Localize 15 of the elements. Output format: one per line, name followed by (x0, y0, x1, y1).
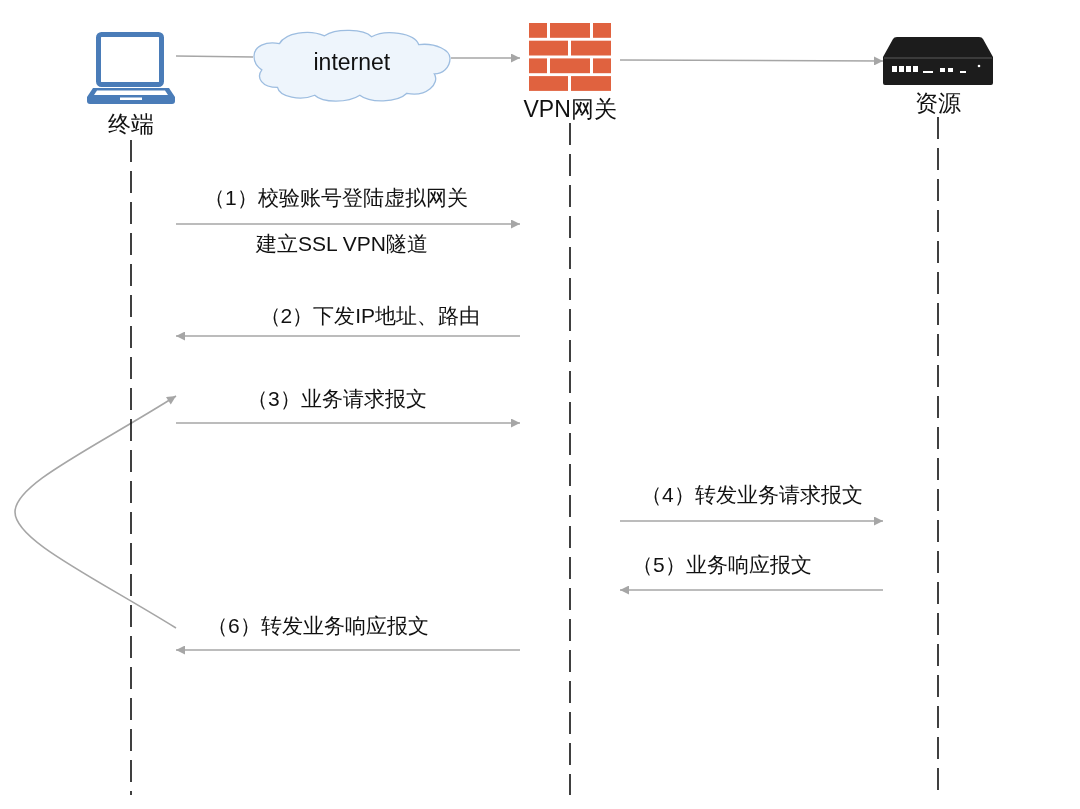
node-label: internet (313, 48, 391, 76)
arrow (450, 53, 521, 63)
connector-line (175, 55, 254, 58)
arrow (619, 585, 884, 595)
arrow (619, 516, 884, 526)
arrow (175, 219, 521, 229)
participant-label: 终端 (108, 110, 154, 138)
arrow (619, 56, 884, 66)
participant-label: VPN网关 (523, 95, 617, 123)
message-label: 建立SSL VPN隧道 (254, 230, 430, 257)
curved-arrow (14, 395, 177, 629)
arrow (175, 645, 521, 655)
participant-label: 资源 (915, 89, 961, 117)
arrow (175, 331, 521, 341)
arrow (175, 418, 521, 428)
